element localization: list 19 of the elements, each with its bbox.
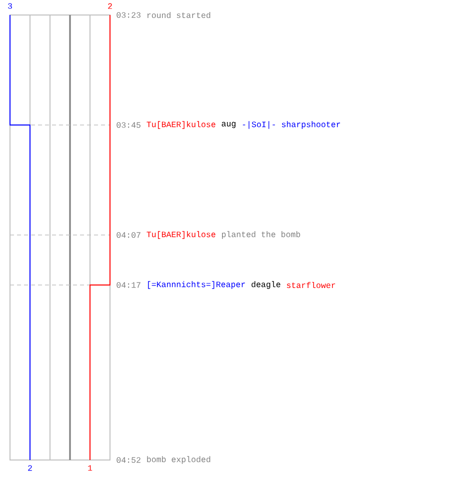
player-number: 2 <box>108 3 112 9</box>
player-name: Tu[BAER]kulose <box>146 121 216 129</box>
player-number: 2 <box>28 465 32 471</box>
event-text: bomb exploded <box>147 456 210 464</box>
player-number: 1 <box>88 465 92 471</box>
weapon-name: aug <box>222 122 236 128</box>
event-text: planted the bomb <box>222 231 300 239</box>
timestamp: 03:45 <box>116 122 140 128</box>
event-text: round started <box>147 12 210 18</box>
timestamp: 03:23 <box>116 12 140 18</box>
player-number: 3 <box>8 3 12 9</box>
timestamp: 04:17 <box>116 282 140 288</box>
timestamp: 04:52 <box>116 457 140 463</box>
timestamp: 04:07 <box>116 232 140 238</box>
player-name: Tu[BAER]kulose <box>146 231 216 239</box>
player-name: starflower <box>286 282 336 288</box>
player-name: [=Kannnichts=]Reaper <box>148 281 245 289</box>
weapon-name: deagle <box>252 281 280 289</box>
player-name: -|SoI|- sharpshooter <box>242 121 340 129</box>
